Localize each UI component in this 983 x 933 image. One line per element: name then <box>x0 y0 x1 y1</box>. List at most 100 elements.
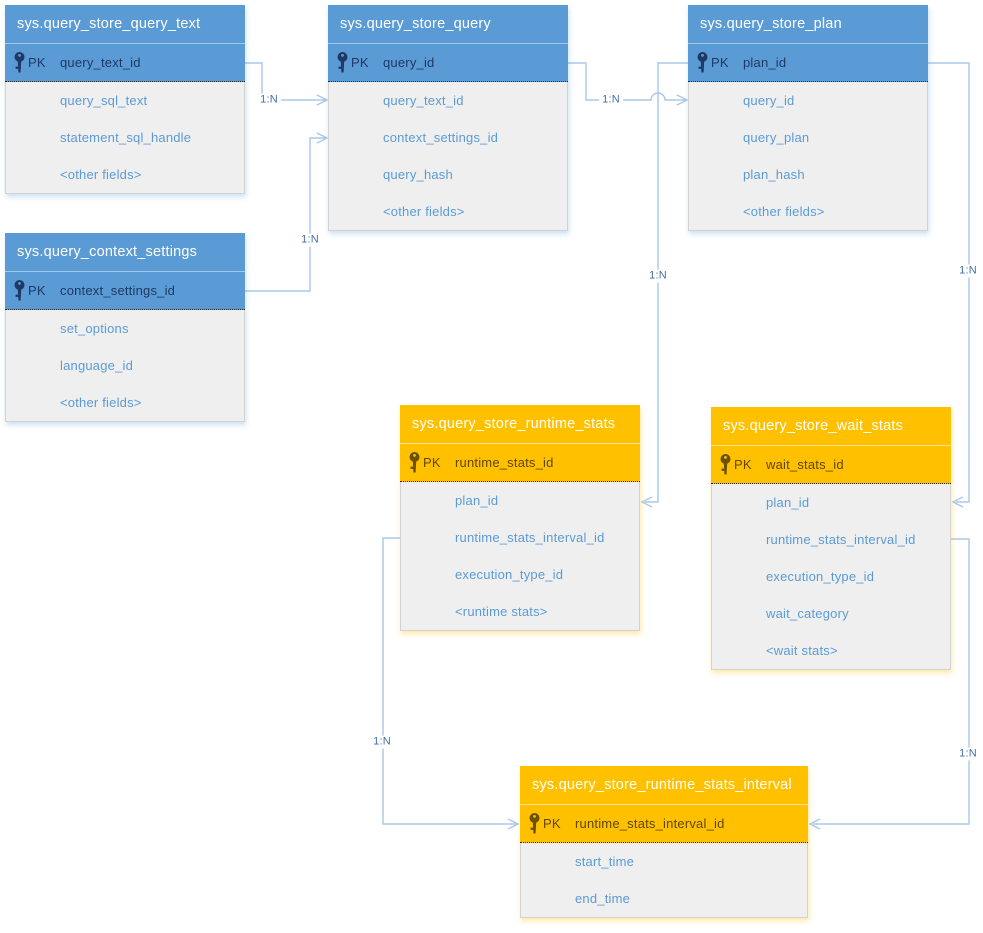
pk-badge: PK <box>28 55 46 70</box>
arrowhead-icon <box>951 496 964 508</box>
primary-key-icon <box>409 451 420 472</box>
field-name: plan_hash <box>743 167 805 182</box>
pk-field-name: context_settings_id <box>60 283 176 298</box>
table-body: query_id query_plan plan_hash <other fie… <box>688 82 928 231</box>
connector-plan-to-runtimestats <box>645 62 688 503</box>
field-row-wait-category: wait_category <box>712 595 950 632</box>
pk-badge: PK <box>734 457 752 472</box>
primary-key-icon <box>697 51 708 72</box>
field-row-query-sql-text: query_sql_text <box>6 82 244 119</box>
table-header: sys.query_context_settings <box>5 233 245 272</box>
table-title: sys.query_store_query_text <box>17 16 201 32</box>
field-name: set_options <box>60 321 129 336</box>
table-query-store-wait-stats[interactable]: sys.query_store_wait_stats PK wait_stats… <box>711 407 951 670</box>
table-query-store-query-text[interactable]: sys.query_store_query_text PK query_text… <box>5 5 245 194</box>
table-body: set_options language_id <other fields> <box>5 310 245 422</box>
table-query-store-runtime-stats-interval[interactable]: sys.query_store_runtime_stats_interval P… <box>520 766 808 918</box>
arrowhead-icon <box>808 818 821 830</box>
connector-waitstats-to-interval <box>813 538 970 825</box>
field-row-start-time: start_time <box>521 843 807 880</box>
table-query-store-plan[interactable]: sys.query_store_plan PK plan_id query_id… <box>688 5 928 231</box>
field-row-query-text-id: query_text_id <box>329 82 567 119</box>
field-row-plan-id: plan_id <box>712 484 950 521</box>
connector-runtimestats-to-interval <box>382 537 516 825</box>
table-header: sys.query_store_runtime_stats_interval <box>520 766 808 805</box>
pk-badge: PK <box>351 55 369 70</box>
field-row-query-hash: query_hash <box>329 156 567 193</box>
field-name: language_id <box>60 358 134 373</box>
field-name: runtime_stats_interval_id <box>455 530 605 545</box>
field-name: <wait stats> <box>766 643 838 658</box>
field-name: <other fields> <box>60 167 142 182</box>
field-name: <other fields> <box>383 204 465 219</box>
table-query-store-runtime-stats[interactable]: sys.query_store_runtime_stats PK runtime… <box>400 405 640 631</box>
cardinality-label: 1:N <box>257 93 281 107</box>
pk-row: PK plan_id <box>688 44 928 82</box>
field-name: wait_category <box>766 606 849 621</box>
field-name: <runtime stats> <box>455 604 548 619</box>
field-name: end_time <box>575 891 631 906</box>
primary-key-icon <box>14 51 25 72</box>
pk-field-name: query_text_id <box>60 55 141 70</box>
field-row-query-id: query_id <box>689 82 927 119</box>
table-header: sys.query_store_runtime_stats <box>400 405 640 444</box>
field-row-plan-hash: plan_hash <box>689 156 927 193</box>
connector-plan-to-waitstats <box>928 62 970 503</box>
field-row-execution-type-id: execution_type_id <box>401 556 639 593</box>
field-row-execution-type-id: execution_type_id <box>712 558 950 595</box>
field-row-context-settings-id: context_settings_id <box>329 119 567 156</box>
field-row-query-plan: query_plan <box>689 119 927 156</box>
field-row-other-fields: <other fields> <box>329 193 567 230</box>
field-row-language-id: language_id <box>6 347 244 384</box>
table-body: plan_id runtime_stats_interval_id execut… <box>711 484 951 670</box>
arrowhead-icon <box>316 132 329 144</box>
field-name: execution_type_id <box>455 567 564 582</box>
field-name: <other fields> <box>743 204 825 219</box>
table-title: sys.query_store_query <box>340 16 491 32</box>
field-name: query_sql_text <box>60 93 148 108</box>
pk-row: PK query_text_id <box>5 44 245 82</box>
cardinality-label: 1:N <box>646 269 670 283</box>
field-name: query_hash <box>383 167 453 182</box>
pk-field-name: runtime_stats_id <box>455 455 554 470</box>
field-row-other-fields: <other fields> <box>6 384 244 421</box>
pk-field-name: plan_id <box>743 55 787 70</box>
field-row-end-time: end_time <box>521 880 807 917</box>
table-body: query_text_id context_settings_id query_… <box>328 82 568 231</box>
field-name: context_settings_id <box>383 130 499 145</box>
connector-contextsettings-to-query <box>245 137 325 292</box>
table-query-context-settings[interactable]: sys.query_context_settings PK context_se… <box>5 233 245 422</box>
table-body: plan_id runtime_stats_interval_id execut… <box>400 482 640 631</box>
field-row-wait-stats: <wait stats> <box>712 632 950 669</box>
table-title: sys.query_store_wait_stats <box>723 418 904 434</box>
pk-badge: PK <box>711 55 729 70</box>
primary-key-icon <box>14 279 25 300</box>
pk-badge: PK <box>543 816 561 831</box>
table-header: sys.query_store_query_text <box>5 5 245 44</box>
arrowhead-icon <box>507 818 520 830</box>
cardinality-label: 1:N <box>956 264 980 278</box>
table-title: sys.query_context_settings <box>17 244 198 260</box>
field-name: query_text_id <box>383 93 464 108</box>
pk-row: PK wait_stats_id <box>711 446 951 484</box>
field-row-runtime-stats-interval-id: runtime_stats_interval_id <box>712 521 950 558</box>
arrowhead-icon <box>676 94 689 106</box>
field-row-plan-id: plan_id <box>401 482 639 519</box>
field-name: query_id <box>743 93 795 108</box>
pk-row: PK query_id <box>328 44 568 82</box>
primary-key-icon <box>720 453 731 474</box>
pk-row: PK runtime_stats_interval_id <box>520 805 808 843</box>
table-header: sys.query_store_query <box>328 5 568 44</box>
cardinality-label: 1:N <box>298 233 322 247</box>
table-header: sys.query_store_wait_stats <box>711 407 951 446</box>
cardinality-label: 1:N <box>956 747 980 761</box>
pk-field-name: wait_stats_id <box>766 457 844 472</box>
table-title: sys.query_store_plan <box>700 16 842 32</box>
field-name: plan_id <box>455 493 499 508</box>
pk-field-name: runtime_stats_interval_id <box>575 816 725 831</box>
field-name: execution_type_id <box>766 569 875 584</box>
table-query-store-query[interactable]: sys.query_store_query PK query_id query_… <box>328 5 568 231</box>
pk-badge: PK <box>28 283 46 298</box>
